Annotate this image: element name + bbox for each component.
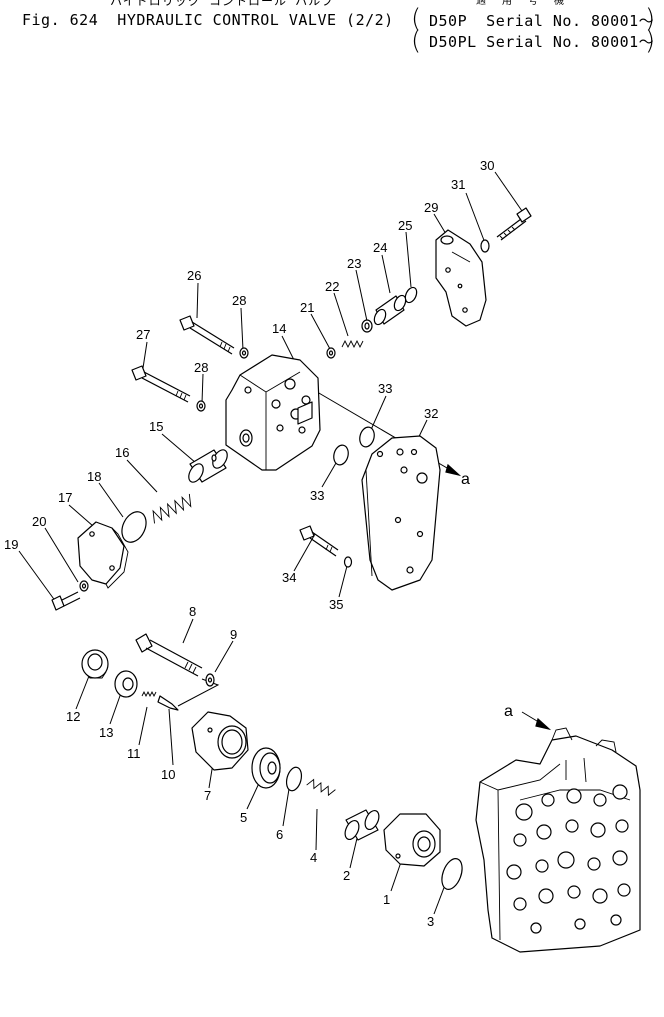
callout-18: 18 — [87, 469, 101, 484]
right-bracket-bottom: ) — [645, 26, 656, 56]
part-28-washer-upper — [239, 347, 249, 359]
part-27-bolt — [131, 365, 191, 403]
callout-33-upper: 33 — [378, 381, 392, 396]
part-18-o-ring — [121, 511, 147, 543]
part-1-cap — [383, 813, 441, 867]
part-9-washer — [205, 673, 215, 687]
callout-16: 16 — [115, 445, 129, 460]
callout-13: 13 — [99, 725, 113, 740]
part-11-spring — [141, 690, 157, 698]
callout-12: 12 — [66, 709, 80, 724]
callout-35: 35 — [329, 597, 343, 612]
part-17-cover-plate — [77, 521, 129, 589]
part-22-spring — [341, 339, 364, 349]
part-35-washer — [343, 556, 353, 568]
callout-11: 11 — [127, 746, 141, 761]
part-15-sleeve — [188, 449, 228, 483]
main-control-valve-assembly — [475, 727, 641, 953]
part-33-o-ring-upper — [359, 426, 375, 448]
part-21-washer — [326, 347, 336, 359]
part-13-nut — [114, 670, 138, 698]
part-4-spring — [306, 778, 336, 797]
part-16-spring — [152, 493, 192, 524]
callout-28-lower: 28 — [194, 360, 208, 375]
part-23-nut — [361, 319, 373, 333]
callout-14: 14 — [272, 321, 286, 336]
left-bracket-top: ( — [411, 4, 422, 34]
callout-3: 3 — [427, 914, 434, 929]
callout-31: 31 — [451, 177, 465, 192]
callout-30: 30 — [480, 158, 494, 173]
callout-25: 25 — [398, 218, 412, 233]
callout-20: 20 — [32, 514, 46, 529]
part-5-bearing — [251, 747, 281, 789]
part-20-washer — [79, 580, 89, 592]
callout-6: 6 — [276, 827, 283, 842]
part-19-bolt — [51, 591, 81, 611]
callout-labels: 30 31 29 25 24 23 22 21 14 26 28 27 28 3… — [4, 158, 513, 929]
callout-22: 22 — [325, 279, 339, 294]
part-2-spool — [344, 809, 380, 841]
callout-7: 7 — [204, 788, 211, 803]
callout-9: 9 — [230, 627, 237, 642]
serial-line-d50pl: D50PL Serial No. 80001～ — [429, 33, 655, 51]
callout-17: 17 — [58, 490, 72, 505]
callout-24: 24 — [373, 240, 387, 255]
part-32-plate — [361, 435, 441, 591]
callout-4: 4 — [310, 850, 317, 865]
part-29-elbow-block — [435, 229, 487, 327]
part-26-bolt — [179, 315, 235, 355]
callout-19: 19 — [4, 537, 18, 552]
callout-2: 2 — [343, 868, 350, 883]
callout-32: 32 — [424, 406, 438, 421]
part-8-bolt — [135, 633, 203, 677]
part-31-washer — [480, 239, 490, 253]
part-28-washer-lower — [196, 400, 206, 412]
part-10-poppet — [157, 695, 179, 711]
japanese-title: ハイドロリック コントロール バルブ — [110, 0, 335, 8]
callout-29: 29 — [424, 200, 438, 215]
part-3-o-ring — [441, 858, 463, 890]
part-14-valve-body — [225, 354, 321, 471]
callout-34: 34 — [282, 570, 296, 585]
callout-15: 15 — [149, 419, 163, 434]
part-30-bolt — [496, 207, 532, 241]
callout-23: 23 — [347, 256, 361, 271]
callout-5: 5 — [240, 810, 247, 825]
callout-1: 1 — [383, 892, 390, 907]
part-33-o-ring-lower — [333, 444, 349, 466]
reference-a-lower: a — [504, 703, 513, 720]
part-12-plug — [81, 649, 109, 679]
part-25-o-ring — [404, 286, 418, 304]
callout-8: 8 — [189, 604, 196, 619]
callout-33-lower: 33 — [310, 488, 324, 503]
part-6-o-ring — [285, 766, 303, 792]
callout-21: 21 — [300, 300, 314, 315]
left-bracket-bottom: ( — [411, 26, 422, 56]
serial-line-d50p: D50P Serial No. 80001～ — [429, 12, 655, 30]
figure-title: Fig. 624 HYDRAULIC CONTROL VALVE (2/2) — [22, 11, 394, 29]
right-bracket-top: ) — [645, 4, 656, 34]
part-24-sleeve — [373, 294, 407, 326]
applicable-models-label: 適 用 号 機 — [476, 0, 570, 7]
callout-26: 26 — [187, 268, 201, 283]
callout-28-upper: 28 — [232, 293, 246, 308]
callout-10: 10 — [161, 767, 175, 782]
callout-27: 27 — [136, 327, 150, 342]
reference-a-upper: a — [461, 471, 470, 488]
part-7-housing — [191, 711, 249, 771]
part-34-bolt — [299, 525, 339, 557]
